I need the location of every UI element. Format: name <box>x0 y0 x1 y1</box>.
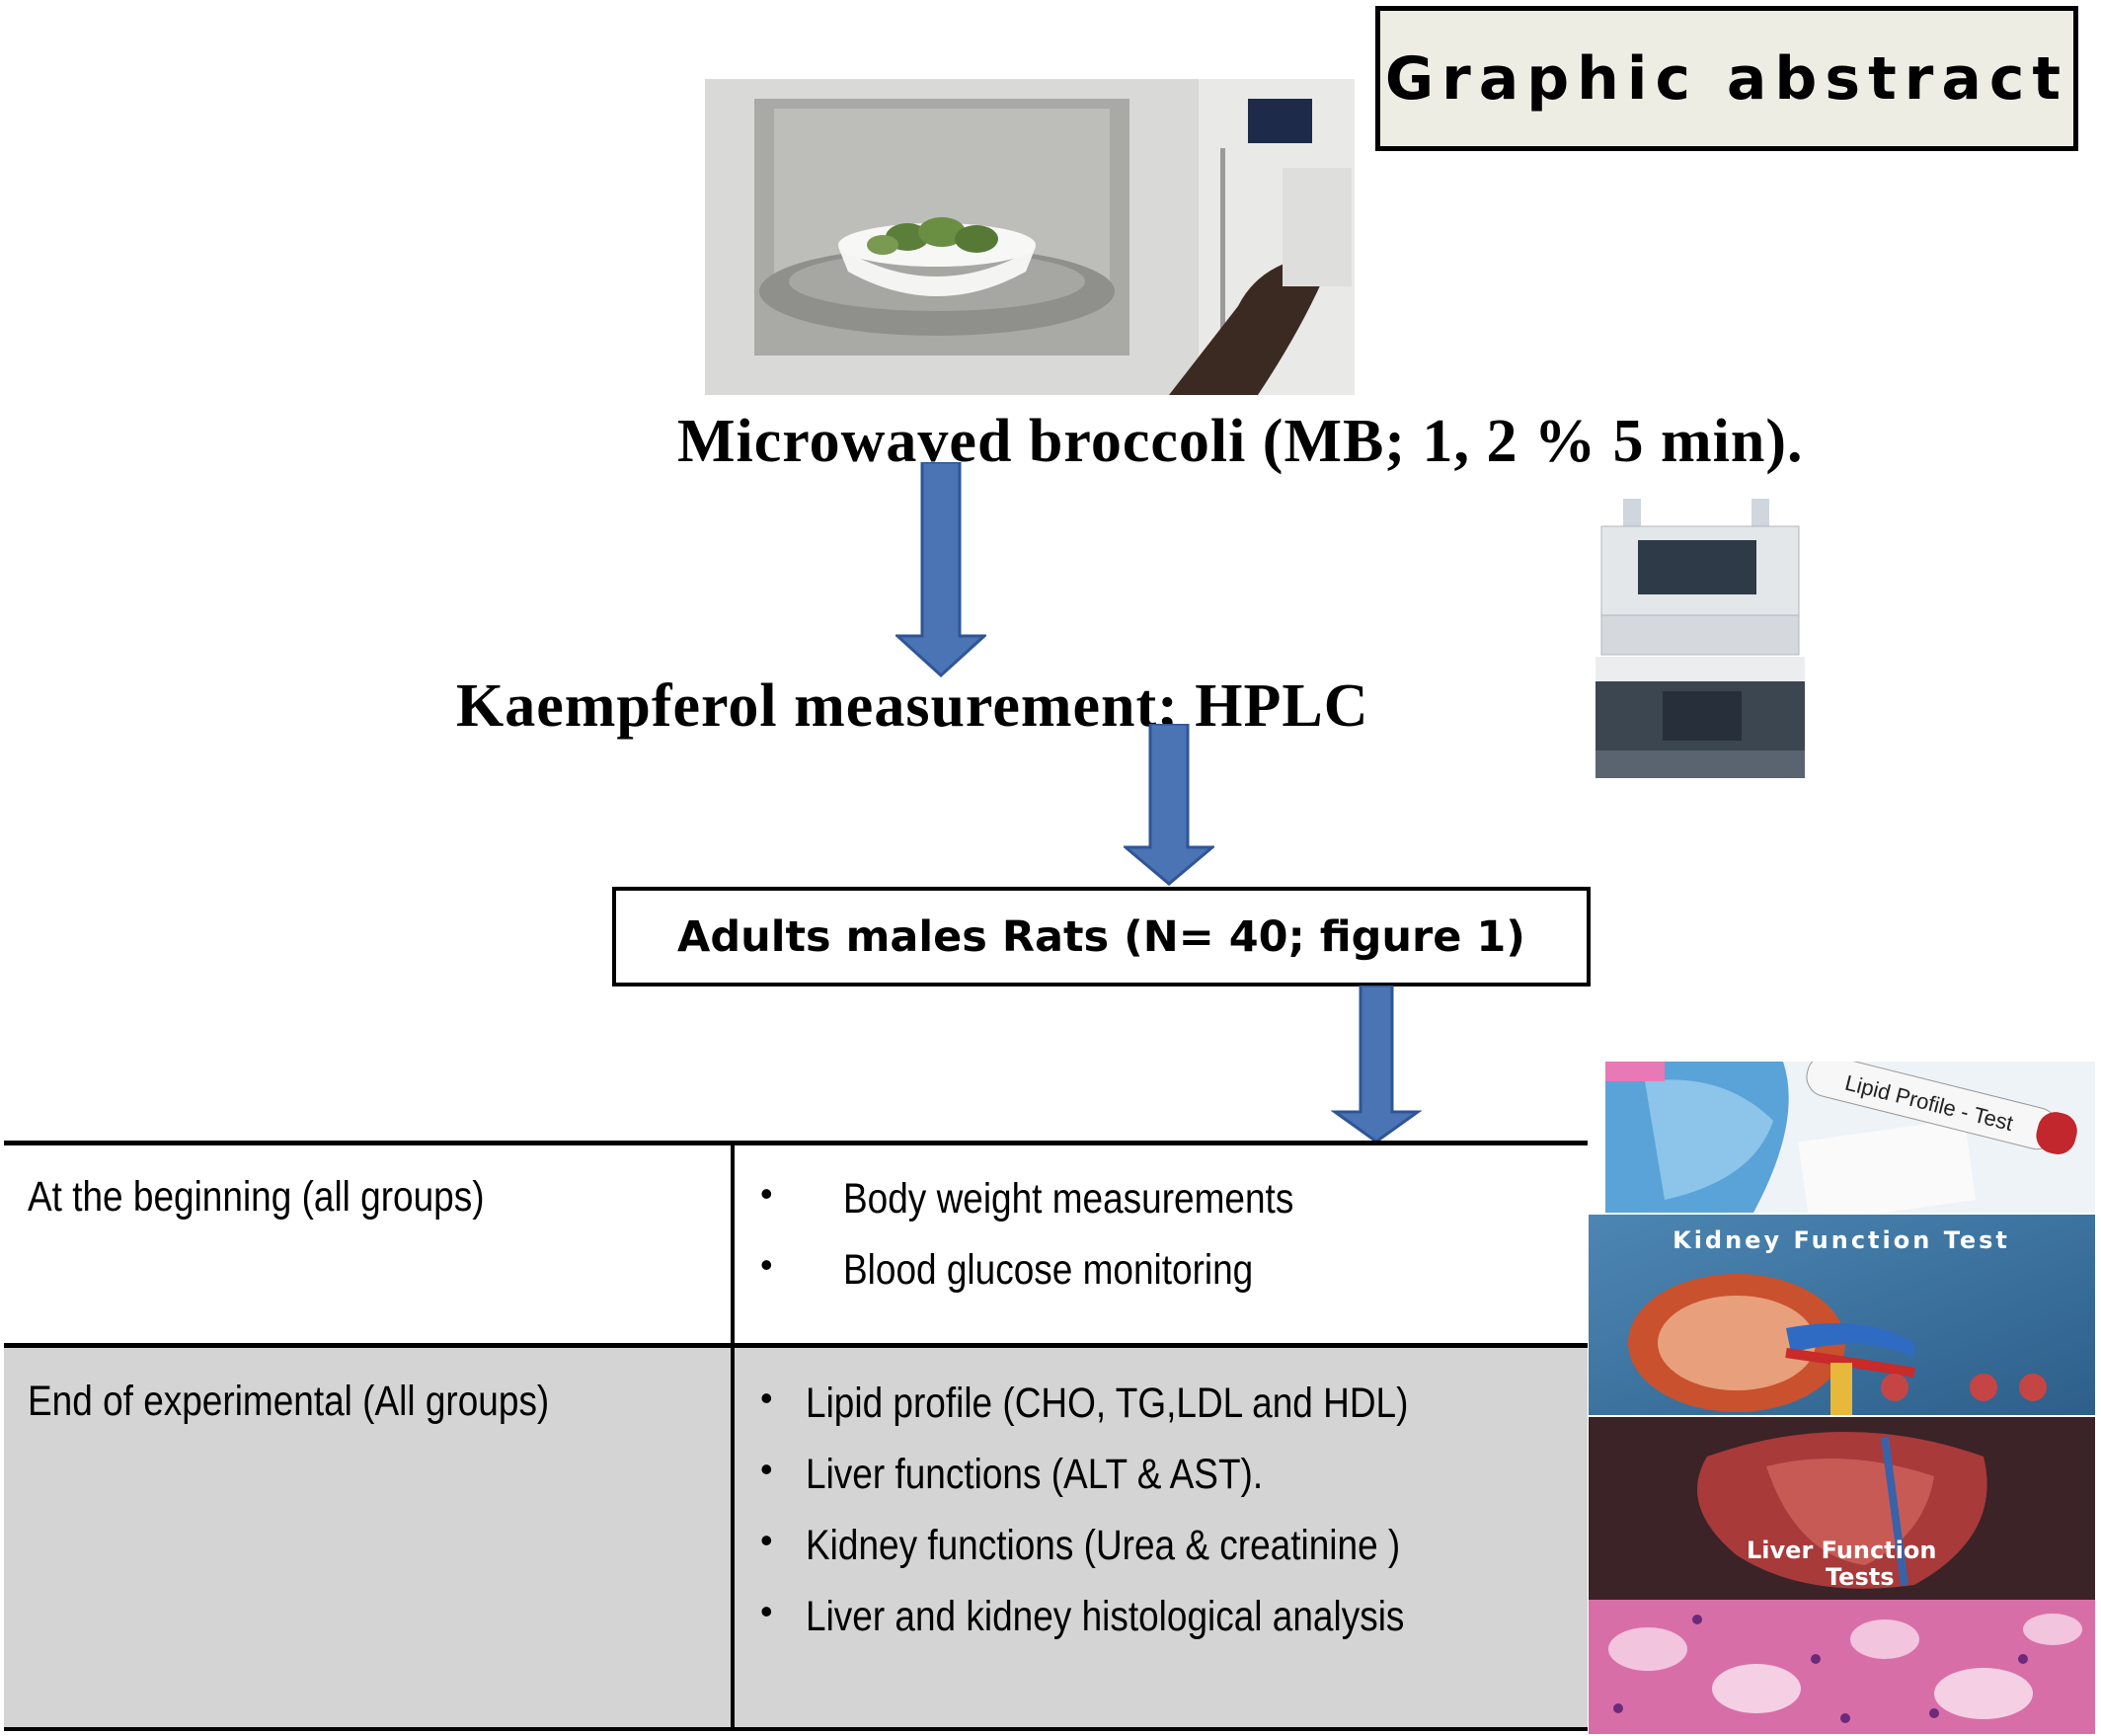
hplc-step-label: Kaempferol measurement; HPLC <box>456 672 1369 740</box>
liver-test-label-2: Tests <box>1826 1563 1895 1591</box>
rats-box: Adults males Rats (N= 40; figure 1) <box>612 887 1591 986</box>
graphic-abstract-title: Graphic abstract <box>1384 43 2069 114</box>
hplc-instrument-photo <box>1584 499 1813 780</box>
arrow-down-1 <box>895 462 986 679</box>
microwave-step-label: Microwaved broccoli (MB; 1, 2 % 5 min). <box>677 408 1804 475</box>
kidney-function-photo: Kidney Function Test <box>1589 1215 2095 1415</box>
histology-slide-photo <box>1589 1600 2095 1734</box>
table-row: End of experimental (All groups) •Lipid … <box>4 1348 1588 1731</box>
liver-test-label-1: Liver Function <box>1747 1537 1937 1564</box>
arrow-down-3 <box>1331 986 1422 1144</box>
table-divider <box>731 1141 735 1731</box>
kidney-test-label: Kidney Function Test <box>1673 1226 2010 1254</box>
lipid-profile-photo: Lipid Profile - Test <box>1605 1062 2095 1213</box>
row-label: At the beginning (all groups) <box>28 1173 485 1221</box>
row-label: End of experimental (All groups) <box>28 1378 550 1425</box>
arrow-down-2 <box>1124 724 1214 887</box>
liver-function-photo: Liver Function Tests <box>1589 1417 2095 1600</box>
measurements-table: At the beginning (all groups) •Body weig… <box>4 1141 1588 1731</box>
graphic-abstract-title-box: Graphic abstract <box>1375 6 2078 151</box>
table-row: At the beginning (all groups) •Body weig… <box>4 1141 1588 1348</box>
microwave-broccoli-photo <box>705 79 1355 395</box>
rats-label: Adults males Rats (N= 40; figure 1) <box>677 911 1525 962</box>
